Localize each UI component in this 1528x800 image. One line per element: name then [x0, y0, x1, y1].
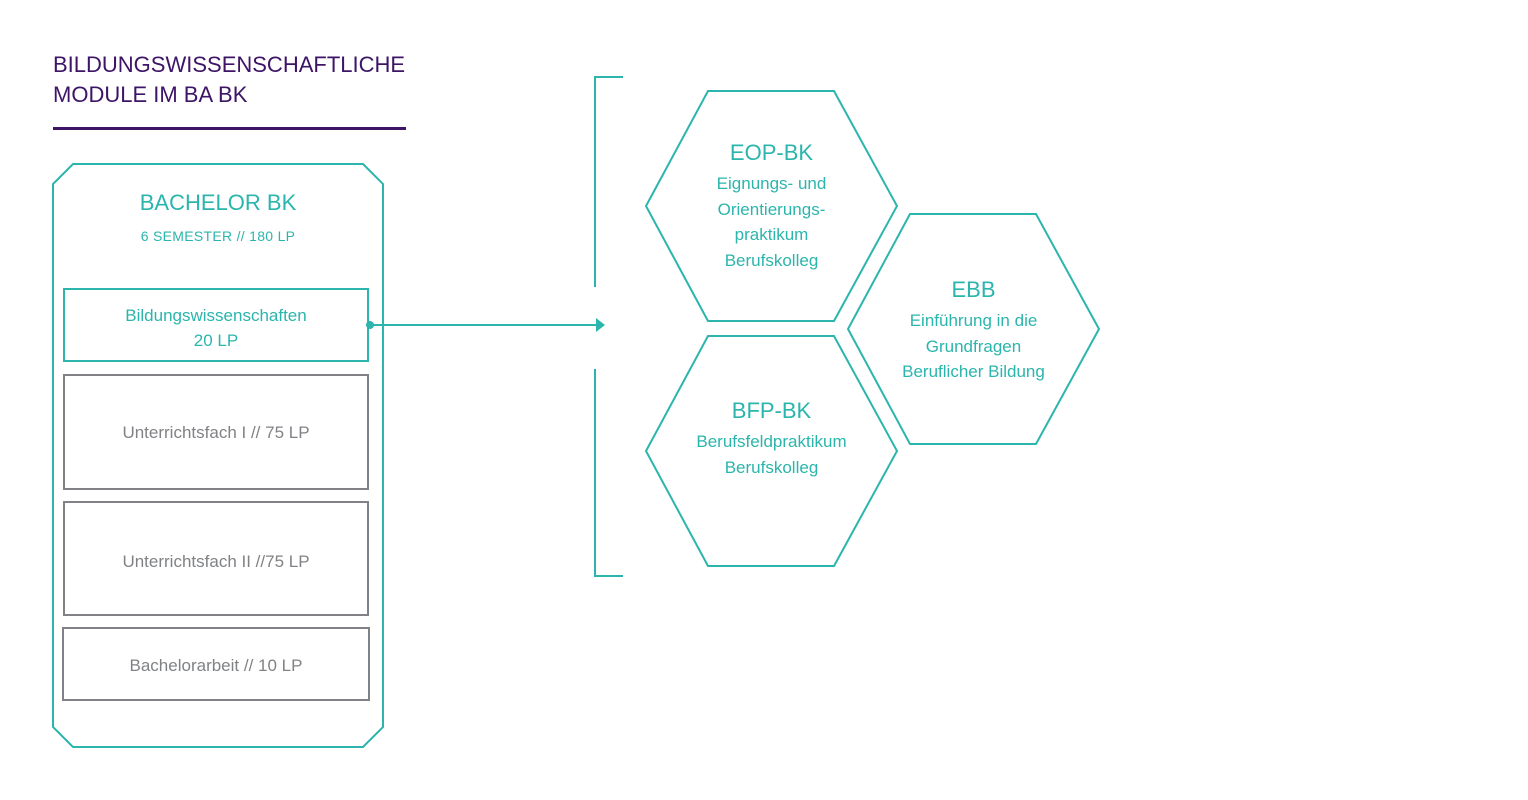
- page-title-line-1: BILDUNGSWISSENSCHAFTLICHE: [53, 52, 406, 77]
- module-description-line: Beruflicher Bildung: [902, 362, 1045, 381]
- module-description-line: Berufsfeldpraktikum: [696, 432, 847, 451]
- component-label-bachelorarbeit: Bachelorarbeit // 10 LP: [129, 656, 303, 675]
- component-box-unterrichtsfach-2[interactable]: [63, 501, 369, 616]
- component-label-unterrichtsfach-2: Unterrichtsfach II //75 LP: [122, 552, 310, 571]
- page-title-line-2: MODULE IM BA BK: [53, 82, 248, 107]
- component-label-unterrichtsfach-1: Unterrichtsfach I // 75 LP: [122, 423, 310, 442]
- module-code: EBB: [951, 277, 996, 302]
- component-box-unterrichtsfach-1[interactable]: [63, 374, 369, 490]
- module-description-line: Berufskolleg: [724, 250, 819, 270]
- module-description-line: praktikum: [734, 225, 809, 244]
- component-name: Bildungswissenschaften: [125, 306, 307, 325]
- module-code: EOP-BK: [729, 140, 814, 165]
- module-description: Einführung in die Grundfragen Berufliche…: [848, 308, 1099, 385]
- component-credits: 20 LP: [193, 331, 239, 350]
- program-subtitle: 6 SEMESTER // 180 LP: [140, 228, 296, 244]
- module-description-line: Eignungs- und: [716, 174, 827, 193]
- module-ebb: EBB Einführung in die Grundfragen Berufl…: [848, 276, 1099, 385]
- page-title: BILDUNGSWISSENSCHAFTLICHE MODULE IM BA B…: [53, 50, 405, 110]
- component-box-bachelorarbeit[interactable]: [62, 627, 370, 701]
- title-underline: [53, 127, 406, 130]
- hexagon-bfp-bk[interactable]: [644, 335, 899, 567]
- hexagon-eop-bk[interactable]: [644, 90, 899, 322]
- bracket-top: [594, 76, 623, 287]
- module-description-line: Orientierungs-: [717, 199, 826, 219]
- arrow-head-icon: [596, 318, 605, 332]
- module-description-line: Einführung in die: [909, 311, 1038, 330]
- module-description-line: Grundfragen: [925, 336, 1022, 356]
- module-description-line: Berufskolleg: [724, 457, 819, 477]
- module-description: Eignungs- und Orientierungs- praktikum B…: [646, 171, 897, 273]
- hexagon-ebb[interactable]: [846, 213, 1101, 445]
- module-bfp-bk: BFP-BK Berufsfeldpraktikum Berufskolleg: [646, 397, 897, 480]
- component-label-bildungswissenschaften: Bildungswissenschaften 20 LP: [64, 303, 368, 353]
- module-description: Berufsfeldpraktikum Berufskolleg: [646, 429, 897, 480]
- module-code: BFP-BK: [731, 398, 812, 423]
- program-title: BACHELOR BK: [139, 190, 297, 215]
- bracket-bottom: [594, 369, 623, 577]
- module-eop-bk: EOP-BK Eignungs- und Orientierungs- prak…: [646, 139, 897, 273]
- program-container: [52, 163, 384, 748]
